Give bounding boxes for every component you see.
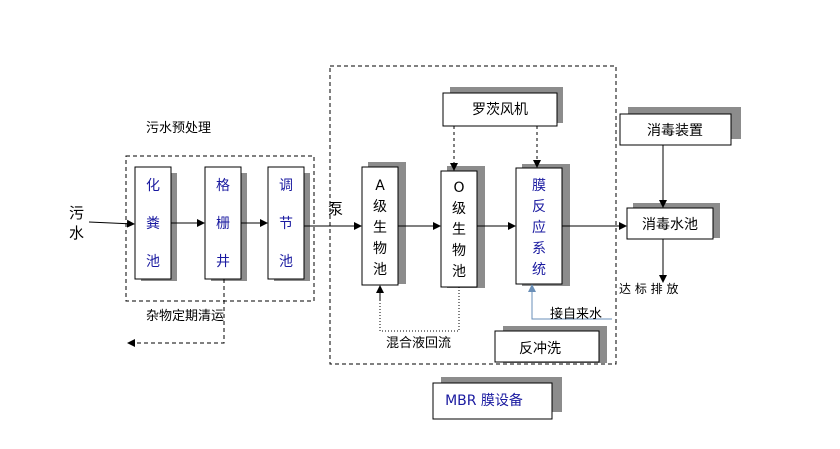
membrane-system-label: 膜反应系统	[532, 178, 546, 278]
input-label: 污水	[69, 204, 84, 242]
backwash-box: 反冲洗	[494, 326, 607, 363]
recirculation-line	[379, 287, 460, 332]
backwash-label: 反冲洗	[519, 341, 561, 357]
membrane-system-box: 膜反应系统	[515, 164, 570, 286]
arrow-input	[88, 219, 135, 228]
tap-water-label: 接自来水	[550, 306, 602, 322]
septic-tank-label: 化粪池	[146, 178, 160, 270]
debris-line	[127, 279, 225, 347]
disinfection-device-box: 消毒装置	[619, 107, 741, 146]
septic-tank-box: 化粪池	[134, 166, 177, 281]
mbr-label: MBR 膜设备	[445, 392, 523, 409]
grille-well-label: 格栅井	[216, 178, 230, 270]
tap-water-line	[528, 284, 612, 320]
pretreatment-frame	[125, 155, 315, 302]
disinfection-device-label: 消毒装置	[647, 123, 703, 139]
blower-label: 罗茨风机	[472, 102, 528, 118]
mbr-frame	[329, 65, 617, 365]
grille-well-box: 格栅井	[204, 166, 247, 281]
recirculation-label: 混合液回流	[386, 336, 451, 351]
mbr-label-box: MBR 膜设备	[432, 377, 562, 420]
regulating-tank-label: 调节池	[279, 178, 293, 270]
regulating-tank-box: 调节池	[267, 166, 310, 281]
disinfection-tank-box: 消毒水池	[626, 203, 720, 240]
disinfection-tank-label: 消毒水池	[642, 217, 698, 233]
discharge-label: 达 标 排 放	[619, 281, 678, 296]
debris-label: 杂物定期清运	[146, 309, 224, 324]
pretreatment-label: 污水预处理	[146, 121, 211, 136]
input-label-text: 污水	[69, 204, 84, 242]
pump-label: 泵	[328, 200, 343, 218]
blower-box: 罗茨风机	[442, 87, 563, 127]
